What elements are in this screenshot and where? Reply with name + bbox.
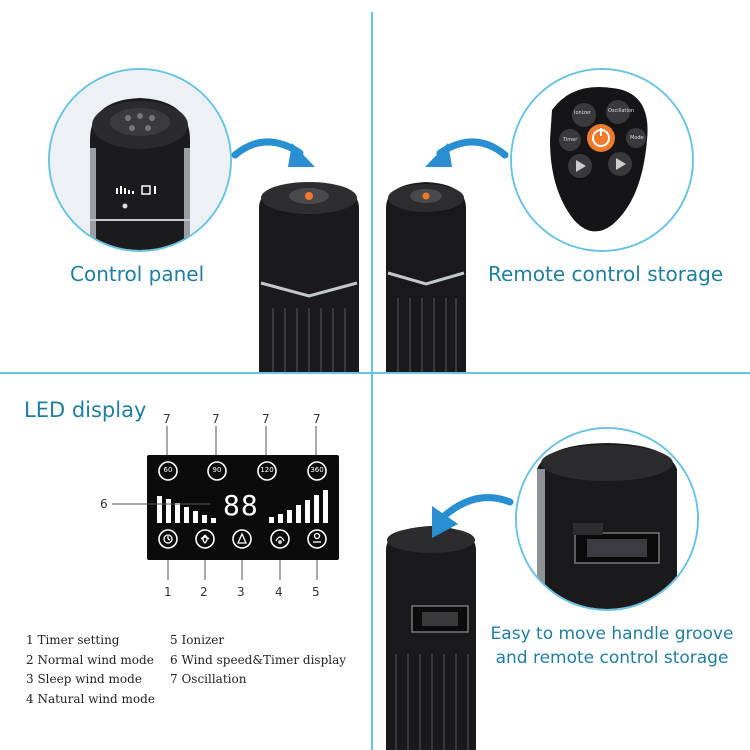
remote-label-mode: Mode xyxy=(630,135,644,141)
remote-label-ionizer: Ionizer xyxy=(574,110,591,116)
vertical-divider xyxy=(371,12,373,750)
legend-item: 7 Oscillation xyxy=(170,672,247,686)
fan-tower-front xyxy=(259,182,359,372)
arrow-to-handle-icon xyxy=(432,494,514,538)
handle-caption-line2: and remote control storage xyxy=(495,648,729,668)
handle-caption-line1: Easy to move handle groove xyxy=(490,624,734,644)
callout-lines xyxy=(112,426,318,580)
oscillation-120-icon: 120 xyxy=(260,466,274,474)
callout-4: 4 xyxy=(275,585,283,599)
control-panel-title: Control panel xyxy=(70,262,205,286)
legend-item: 5 Ionizer xyxy=(170,633,225,647)
callout-7-c: 7 xyxy=(262,412,270,426)
callout-3: 3 xyxy=(237,585,245,599)
oscillation-60-icon: 60 xyxy=(163,466,173,474)
arrow-to-remote-slot-icon xyxy=(425,138,509,167)
legend-item: 4 Natural wind mode xyxy=(26,691,155,706)
remote-control-closeup: Ionizer Oscillation Timer Mode xyxy=(510,68,694,252)
callout-7-a: 7 xyxy=(163,412,171,426)
remote-storage-title: Remote control storage xyxy=(488,262,724,286)
remote-label-timer: Timer xyxy=(563,137,578,143)
led-display-title: LED display xyxy=(24,398,147,422)
handle-groove-closeup xyxy=(515,427,699,611)
handle-caption: Easy to move handle groove and remote co… xyxy=(484,622,740,670)
callout-7-b: 7 xyxy=(212,412,220,426)
oscillation-90-icon: 90 xyxy=(212,466,222,474)
remote-label-oscillation: Oscillation xyxy=(608,108,635,114)
fan-tower-handle-view xyxy=(386,526,476,750)
horizontal-divider xyxy=(0,372,750,374)
callout-2: 2 xyxy=(200,585,208,599)
legend-left: 1 Timer setting 2 Normal wind mode 3 Sle… xyxy=(26,631,155,709)
oscillation-360-icon: 360 xyxy=(310,466,324,474)
callout-5: 5 xyxy=(312,585,320,599)
callout-7-d: 7 xyxy=(313,412,321,426)
callout-1: 1 xyxy=(164,585,172,599)
led-display-panel: 60 90 120 360 88 xyxy=(147,455,339,560)
speed-timer-digits: 88 xyxy=(223,489,259,522)
arrow-to-fan-top-icon xyxy=(231,138,315,167)
control-panel-closeup xyxy=(48,68,232,252)
fan-tower-rear xyxy=(386,182,466,372)
legend-item: 3 Sleep wind mode xyxy=(26,672,142,686)
legend-item: 6 Wind speed&Timer display xyxy=(170,652,347,667)
legend-item: 1 Timer setting xyxy=(26,633,120,647)
legend-right: 5 Ionizer 6 Wind speed&Timer display 7 O… xyxy=(170,631,346,690)
callout-6: 6 xyxy=(100,497,108,511)
legend-item: 2 Normal wind mode xyxy=(26,652,154,667)
